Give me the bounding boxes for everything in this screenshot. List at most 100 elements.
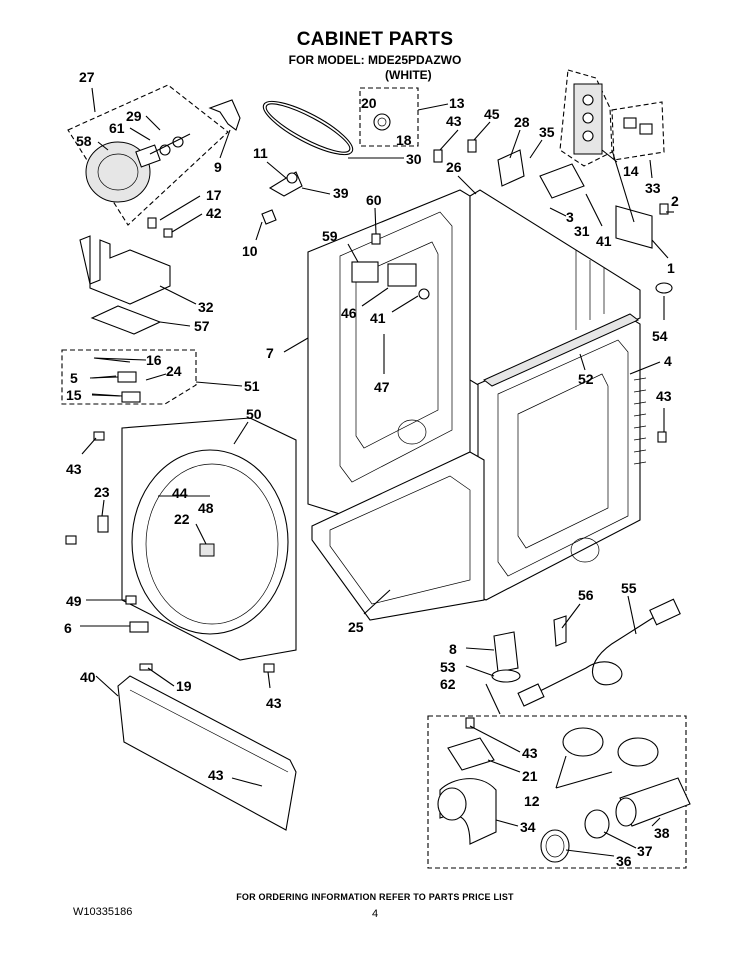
foot-pad (491, 669, 521, 683)
callout-labels: 27 29 61 58 9 17 42 32 57 13 20 18 30 11… (64, 69, 679, 869)
callout-18: 18 (396, 132, 412, 148)
callout-49: 49 (66, 593, 82, 609)
collar (584, 809, 610, 839)
door-opening (131, 449, 289, 635)
callout-7: 7 (266, 345, 274, 361)
leader-lines (80, 87, 674, 857)
callout-19: 19 (176, 678, 192, 694)
callout-30: 30 (406, 151, 422, 167)
callout-29: 29 (126, 108, 142, 124)
callout-41-mid: 41 (370, 310, 386, 326)
spring (261, 209, 277, 225)
bracket (497, 149, 525, 187)
callout-46: 46 (341, 305, 357, 321)
callout-43-left: 43 (66, 461, 82, 477)
motor-mount (79, 235, 171, 305)
model-subtitle: FOR MODEL: MDE25PDAZWO (288, 53, 462, 67)
screw (163, 228, 173, 238)
callout-33: 33 (645, 180, 661, 196)
callout-25: 25 (348, 619, 364, 635)
callout-43-right: 43 (656, 388, 672, 404)
callout-58: 58 (76, 133, 92, 149)
callout-54: 54 (652, 328, 668, 344)
motor-assembly (67, 84, 229, 226)
clip (139, 663, 153, 671)
callout-2: 2 (671, 193, 679, 209)
cord-terminal (649, 598, 681, 626)
page-number: 4 (372, 908, 379, 920)
screw (93, 431, 105, 441)
callout-44: 44 (172, 485, 188, 501)
callout-52: 52 (578, 371, 594, 387)
callout-14: 14 (623, 163, 639, 179)
terminal-block-bracket (539, 163, 585, 199)
clip (129, 621, 149, 633)
screw (125, 595, 137, 605)
callout-13: 13 (449, 95, 465, 111)
callout-21: 21 (522, 768, 538, 784)
motor-bracket (208, 99, 241, 131)
callout-5: 5 (70, 370, 78, 386)
callout-59: 59 (322, 228, 338, 244)
switch (117, 371, 137, 383)
callout-38: 38 (654, 825, 670, 841)
vent-hood (562, 727, 604, 757)
callout-48: 48 (198, 500, 214, 516)
callout-56: 56 (578, 587, 594, 603)
pad (90, 305, 162, 335)
idler-bracket (268, 171, 303, 197)
callout-27: 27 (79, 69, 95, 85)
callout-24: 24 (166, 363, 182, 379)
fastener-group-box (611, 101, 665, 161)
callout-57: 57 (194, 318, 210, 334)
callout-42: 42 (206, 205, 222, 221)
callout-28: 28 (514, 114, 530, 130)
fastener (639, 123, 653, 135)
plate (447, 737, 495, 771)
callout-41-top: 41 (596, 233, 612, 249)
screw (467, 139, 477, 153)
cord-plug (517, 683, 545, 707)
ordering-note: FOR ORDERING INFORMATION REFER TO PARTS … (236, 892, 514, 902)
callout-43-top: 43 (446, 113, 462, 129)
power-cord (529, 611, 663, 697)
idler-group-box (359, 87, 419, 147)
callout-37: 37 (637, 843, 653, 859)
cabinet (307, 189, 647, 621)
callout-12: 12 (524, 793, 540, 809)
heater-relay (351, 261, 379, 283)
callout-32: 32 (198, 299, 214, 315)
callout-8: 8 (449, 641, 457, 657)
callout-31: 31 (574, 223, 590, 239)
callout-43-kit: 43 (522, 745, 538, 761)
callout-43-bottom: 43 (266, 695, 282, 711)
callout-51: 51 (244, 378, 260, 394)
switch-group-box (61, 349, 197, 405)
callout-10: 10 (242, 243, 258, 259)
callout-45: 45 (484, 106, 500, 122)
callout-53: 53 (440, 659, 456, 675)
callout-35: 35 (539, 124, 555, 140)
hinge-bracket (97, 515, 109, 533)
callout-20: 20 (361, 95, 377, 111)
terminal-group-box (559, 69, 613, 167)
callout-61: 61 (109, 120, 125, 136)
leveling-foot (493, 631, 519, 673)
switch-mount (199, 543, 215, 557)
callout-6: 6 (64, 620, 72, 636)
callout-9: 9 (214, 159, 222, 175)
callout-43-toe: 43 (208, 767, 224, 783)
screw (465, 717, 475, 729)
callout-62: 62 (440, 676, 456, 692)
callout-36: 36 (616, 853, 632, 869)
callout-47: 47 (374, 379, 390, 395)
screw (263, 663, 275, 673)
control-module (387, 263, 417, 287)
screw (433, 149, 443, 163)
switch (121, 391, 141, 403)
cover-plate (615, 205, 653, 249)
screw (371, 233, 381, 245)
callout-4: 4 (664, 353, 672, 369)
callout-16: 16 (146, 352, 162, 368)
